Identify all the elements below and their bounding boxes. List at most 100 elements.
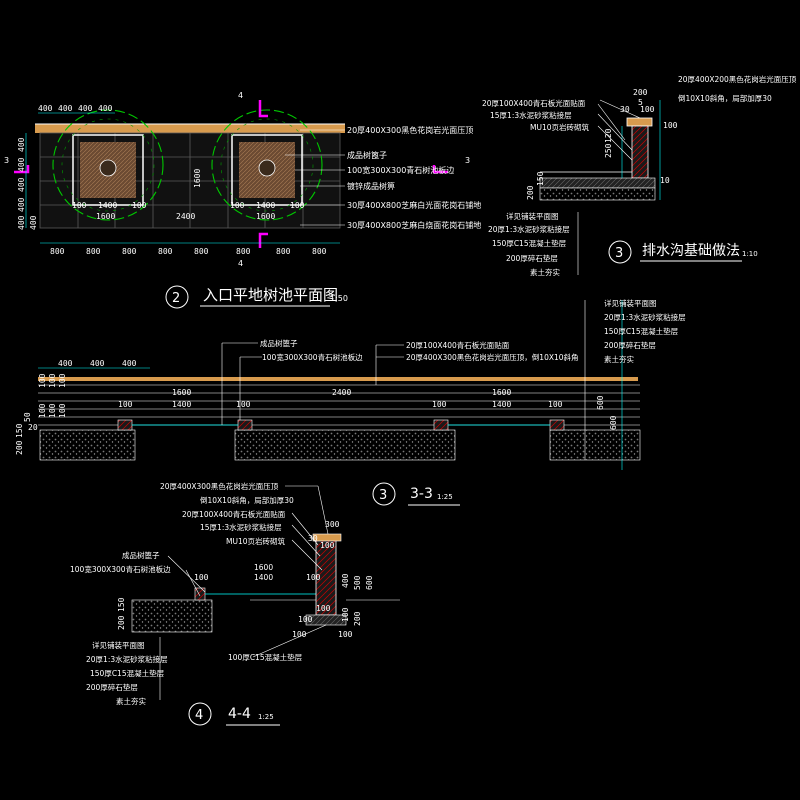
plan-leader-lines [285,129,345,226]
section44-span: 1600 [254,563,273,572]
section44-note: 详见铺装平面图 [92,640,145,650]
plan-callout: 100宽300X300青石树池板边 [347,165,454,175]
dim: 1600 [172,388,191,397]
dim: 100 [338,630,353,639]
dim: 600 [365,575,374,590]
dim: 10 [660,176,670,185]
plan-number: 2 [172,291,180,306]
dim: 100 [548,400,563,409]
dim: 2400 [176,212,195,221]
dim: 2400 [332,388,351,397]
dim: 400 [341,573,350,588]
dim: 400 [17,137,26,152]
dim: 400 [17,215,26,230]
dim: 100 [320,541,335,550]
dim: 100 [48,403,57,418]
section44-note: 素土夯实 [116,696,146,706]
section33-base [234,429,456,461]
dim: 100 [316,604,331,613]
section33-spans: 1600 1400 2400 1600 1400 100 100 100 100 [118,388,563,409]
section33-note: 素土夯实 [604,354,634,364]
dim: 1400 [98,201,117,210]
drain-scale: 1:10 [742,250,758,258]
plan-mid-dims: 100 1400 100 100 1400 100 1600 2400 1600… [72,169,305,221]
dim: 400 [90,359,105,368]
dim: 100 [292,630,307,639]
section44-scale: 1:25 [258,713,274,721]
dim: 400 [122,359,137,368]
dim: 600 [609,415,618,430]
drain-note: 倒10X10斜角，局部加厚30 [678,93,772,103]
drain-leaders [577,99,641,275]
dim: 800 [236,247,251,256]
dim: 800 [158,247,173,256]
dim: 150 [117,597,126,612]
dim: 30 [308,534,318,543]
section44-base-left [131,599,213,633]
drain-coping [626,117,653,127]
plan-callout: 30厚400X800芝麻白烧面花岗石铺地 [347,220,481,230]
dim: 100 [341,607,350,622]
dim: 30 [620,105,630,114]
dim: 800 [312,247,327,256]
section44-coping [312,533,342,542]
drain-note: 20厚1:3水泥砂浆粘接层 [488,224,570,234]
section44-note: 150厚C15混凝土垫层 [90,668,165,678]
section33-title-block: 3 3-3 1:25 [372,482,460,506]
dim: 400 [17,177,26,192]
plan-view: 3 3 4 4 400 400 400 400 400 400 400 400 … [4,91,481,309]
dim: 300 [325,520,340,529]
section33-title: 3-3 [410,486,433,502]
plan-title: 入口平地树池平面图 [203,286,338,304]
section33-top-dims: 400 400 400 [38,359,150,369]
dim: 400 [78,104,93,113]
dim: 100 [58,373,67,388]
plan-callout: 镀锌成品树箅 [347,181,395,191]
dim: 100 [48,373,57,388]
dim: 100 [432,400,447,409]
dim: 50 [23,412,32,422]
section-3-3: 400 400 400 100 100 100 100 100 100 50 1… [15,298,686,506]
section33-side-dims: 200 150 20 600 600 [15,395,618,455]
dim: 200 [15,440,24,455]
drain-note: 素土夯实 [530,267,560,277]
section33-number: 3 [379,488,387,503]
dim: 200 [633,88,648,97]
section44-note: 成品树篦子 [122,550,160,560]
dim: 100 [306,573,321,582]
dim: 400 [58,104,73,113]
dim: 800 [276,247,291,256]
section-label-3a: 3 [4,156,9,165]
section33-scale: 1:25 [437,493,453,501]
dim: 800 [86,247,101,256]
dim: 100 [132,201,147,210]
dim: 100 [38,403,47,418]
dim: 400 [98,104,113,113]
tree-pit-right [211,109,323,221]
section33-callout: 20厚100X400青石板光面贴面 [406,340,510,350]
plan-callout: 30厚400X800芝麻白光面花岗石铺地 [347,200,481,210]
plan-top-dims: 400 400 400 400 [38,104,115,114]
drain-note: 20厚100X400青石板光面贴面 [482,98,586,108]
dim: 200 [117,615,126,630]
dim: 100 [290,201,305,210]
section-4-4: 20厚400X300黑色花岗岩光面压顶 倒10X10斜角，局部加厚30 20厚1… [70,481,400,726]
drain-detail: 20厚400X200黑色花岗岩光面压顶 倒10X10斜角，局部加厚30 20厚1… [482,74,797,277]
dim: 100 [72,201,87,210]
dim: 100 [640,105,655,114]
dim: 100 [58,403,67,418]
dim: 1600 [492,388,511,397]
section44-title-block: 4 4-4 1:25 [188,702,280,726]
section44-title: 4-4 [228,706,251,722]
dim: 5 [638,98,643,107]
dim: 1400 [492,400,511,409]
section33-note: 20厚1:3水泥砂浆粘接层 [604,312,686,322]
dim: 1400 [172,400,191,409]
dim: 150 [536,171,545,186]
drain-note: 200厚碎石垫层 [506,253,558,263]
drain-dims: 200 5 30 100 100 250 200 150 120 10 [526,88,678,200]
section44-note: MU10页岩砖砌筑 [226,536,286,546]
section33-left-dims: 100 100 100 100 100 100 50 [23,373,67,422]
dim: 100 [194,573,209,582]
